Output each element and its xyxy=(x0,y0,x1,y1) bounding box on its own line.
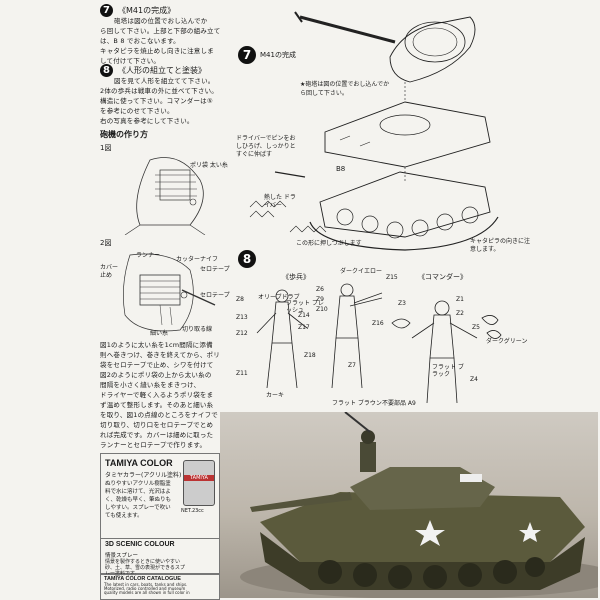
part-z13: Z13 xyxy=(236,314,248,321)
step-7-line: 砲塔は図の位置でおし込んでか xyxy=(114,17,208,25)
step-8-title: 《人形の組立てと塗装》 xyxy=(118,66,206,75)
step-7-line: ら回して下さい。上部と下部の組み立て xyxy=(100,27,221,35)
step-8-line: 2体の歩兵は戦車の外に並べて下さい。 xyxy=(100,87,218,95)
paint-jar-image: TAMIYA xyxy=(183,460,215,506)
commander-heading: 《コマンダー》 xyxy=(418,273,467,281)
runner-label: ランナー xyxy=(136,252,161,259)
stop-label: 止め xyxy=(100,272,113,279)
diagram-8-number: 8 xyxy=(238,250,256,268)
antenna-line: を取り、図1の点線のところをナイフで xyxy=(100,411,218,419)
step-8-line: 構造に使って下さい。コマンダーは⑤ xyxy=(100,97,213,105)
paint-code: NET.23cc xyxy=(181,508,204,514)
cutter-label: カッターナイフ xyxy=(176,256,219,263)
cover-label: カバー xyxy=(100,264,119,271)
catalogue-line: The latest in cars, boats, tanks and shi… xyxy=(104,582,188,587)
antenna-figure-2 xyxy=(123,253,216,332)
antenna-line: れば完成です。カバーは細めに取った xyxy=(100,431,214,439)
color-olive: オリーブドラブ xyxy=(258,294,300,301)
step-8-line: を参考にのせて下さい。 xyxy=(100,107,174,115)
tape-label-1: セロテープ xyxy=(200,266,230,273)
antenna-line: ず温めて整形します。そのあと細い糸 xyxy=(100,401,214,409)
part-z4: Z4 xyxy=(470,376,478,383)
antenna-line: ドライヤーで軽く入るようポリ袋をま xyxy=(100,391,214,399)
tank-photo xyxy=(220,412,598,598)
tape-label-2: セロテープ xyxy=(200,292,230,299)
color-flat-brown: フラット ブラウン xyxy=(332,400,382,407)
unused-parts-label: 不要部品 A9 xyxy=(382,400,416,407)
driver-note: ドライバーでピンをおしひろげ、しっかりとすぐに仲ばす xyxy=(236,135,296,158)
track-note: キャタピラの向きに注意します。 xyxy=(470,238,531,253)
tank-assembly-diagram xyxy=(249,11,499,251)
color-dark-yellow: ダークイエロー xyxy=(340,268,382,275)
tamiya-color-desc: ぬりやすいアクリル樹脂塗料で水に溶けて、光沢はよく、乾燥も早く、筆ぬりもしやすい… xyxy=(105,481,172,519)
part-z15: Z15 xyxy=(386,274,398,281)
color-khaki: カーキ xyxy=(266,392,285,399)
b8-label: B8 xyxy=(336,165,346,173)
cut-line-label: 切り取る線 xyxy=(182,326,213,333)
tamiya-color-subtitle: タミヤカラー(アクリル塗料) xyxy=(105,472,182,479)
step-7-number: 7 xyxy=(100,4,113,17)
diagram-7-note: ★砲塔は図の位置でおし込んでから回して下さい。 xyxy=(300,81,390,97)
part-z6: Z6 xyxy=(316,286,324,293)
part-z7: Z7 xyxy=(348,362,356,369)
tamiya-color-brand: TAMIYA COLOR xyxy=(105,458,173,468)
part-z2: Z2 xyxy=(456,310,464,317)
part-z5: Z5 xyxy=(472,324,480,331)
bend-note: この形に押しつぶします xyxy=(296,240,362,247)
scenic-subtitle: 情景スプレー xyxy=(105,553,139,559)
step-8-number: 8 xyxy=(100,64,113,77)
part-z9: Z9 xyxy=(316,296,324,303)
part-z17: Z17 xyxy=(298,324,310,331)
heat-driver-label: 熱した ドライバー xyxy=(264,194,296,209)
scenic-title: 3D SCENIC COLOUR xyxy=(105,541,175,548)
scenic-colour-ad: 3D SCENIC COLOUR 情景スプレー 情景を製作するときに使いやすい砂… xyxy=(100,538,220,577)
catalogue-text: The latest in cars, boats, tanks and shi… xyxy=(104,583,190,595)
antenna-line: 間隔を小さく縫い糸をまきつけ、 xyxy=(100,381,201,389)
diagram-7-number: 7 xyxy=(238,46,256,64)
part-z14: Z14 xyxy=(298,312,310,319)
figure-1-label: 1図 xyxy=(100,144,112,152)
part-z8: Z8 xyxy=(236,296,244,303)
color-flat-flesh: フラット フレッシュ xyxy=(286,300,324,314)
step-7-line: は、B 8 でおこないます。 xyxy=(100,37,180,45)
part-z12: Z12 xyxy=(236,330,248,337)
part-z10: Z10 xyxy=(316,306,328,313)
antenna-figure-1 xyxy=(124,157,206,235)
part-z3: Z3 xyxy=(398,300,406,307)
infantry-heading: 《歩兵》 xyxy=(282,273,310,281)
tank-photo-image xyxy=(240,412,598,598)
part-z18: Z18 xyxy=(304,352,316,359)
antenna-line: 図1のように太い糸を1cm間隔に添備 xyxy=(100,341,213,349)
step-8-line: 右の写真を参考にして下さい。 xyxy=(100,117,194,125)
catalogue-line: Motorized, radio controlled and museum xyxy=(104,586,186,591)
thin-thread-label: 細い糸 xyxy=(150,330,169,337)
poly-thread-label: ポリ袋 太い糸 xyxy=(190,162,228,169)
antenna-line: 図2のようにポリ袋の上から太い糸の xyxy=(100,371,212,379)
antenna-line: 袋をセロテープで止め、シワを付けて xyxy=(100,361,214,369)
jar-label: TAMIYA xyxy=(184,475,214,481)
part-z16: Z16 xyxy=(372,320,384,327)
step-7-line: キャタピラを焼止めし向きに注意しま xyxy=(100,47,214,55)
catalogue-title: TAMIYA COLOR CATALOGUE xyxy=(104,576,181,582)
step-8-line: 図を見て人形を組立てて下さい。 xyxy=(114,77,215,85)
catalogue-ad: TAMIYA COLOR CATALOGUE The latest in car… xyxy=(100,574,220,600)
color-dark-green: ダークグリーン xyxy=(486,338,528,345)
step-7-line: して付けて下さい。 xyxy=(100,57,161,65)
diagram-7-title: M41の完成 xyxy=(260,51,296,59)
color-flat-black: フラット ブラック xyxy=(432,364,464,378)
part-z1: Z1 xyxy=(456,296,464,303)
antenna-line: ランナーとセロテープで作ります。 xyxy=(100,441,207,449)
figures-diagram xyxy=(256,283,502,404)
catalogue-line: quality models are all shown in full col… xyxy=(104,590,190,595)
step-7-title: 《M41の完成》 xyxy=(118,6,176,15)
antenna-line: 切り取り、切り口をセロテープでとめ xyxy=(100,421,214,429)
part-z11: Z11 xyxy=(236,370,248,377)
tamiya-color-ad: TAMIYA COLOR タミヤカラー(アクリル塗料) ぬりやすいアクリル樹脂塗… xyxy=(100,453,220,539)
antenna-line: 則へ巻きつけ、巻きを終えてから、ポリ xyxy=(100,351,220,359)
figure-2-label: 2図 xyxy=(100,239,112,247)
antenna-section-title: 砲機の作り方 xyxy=(100,130,148,139)
